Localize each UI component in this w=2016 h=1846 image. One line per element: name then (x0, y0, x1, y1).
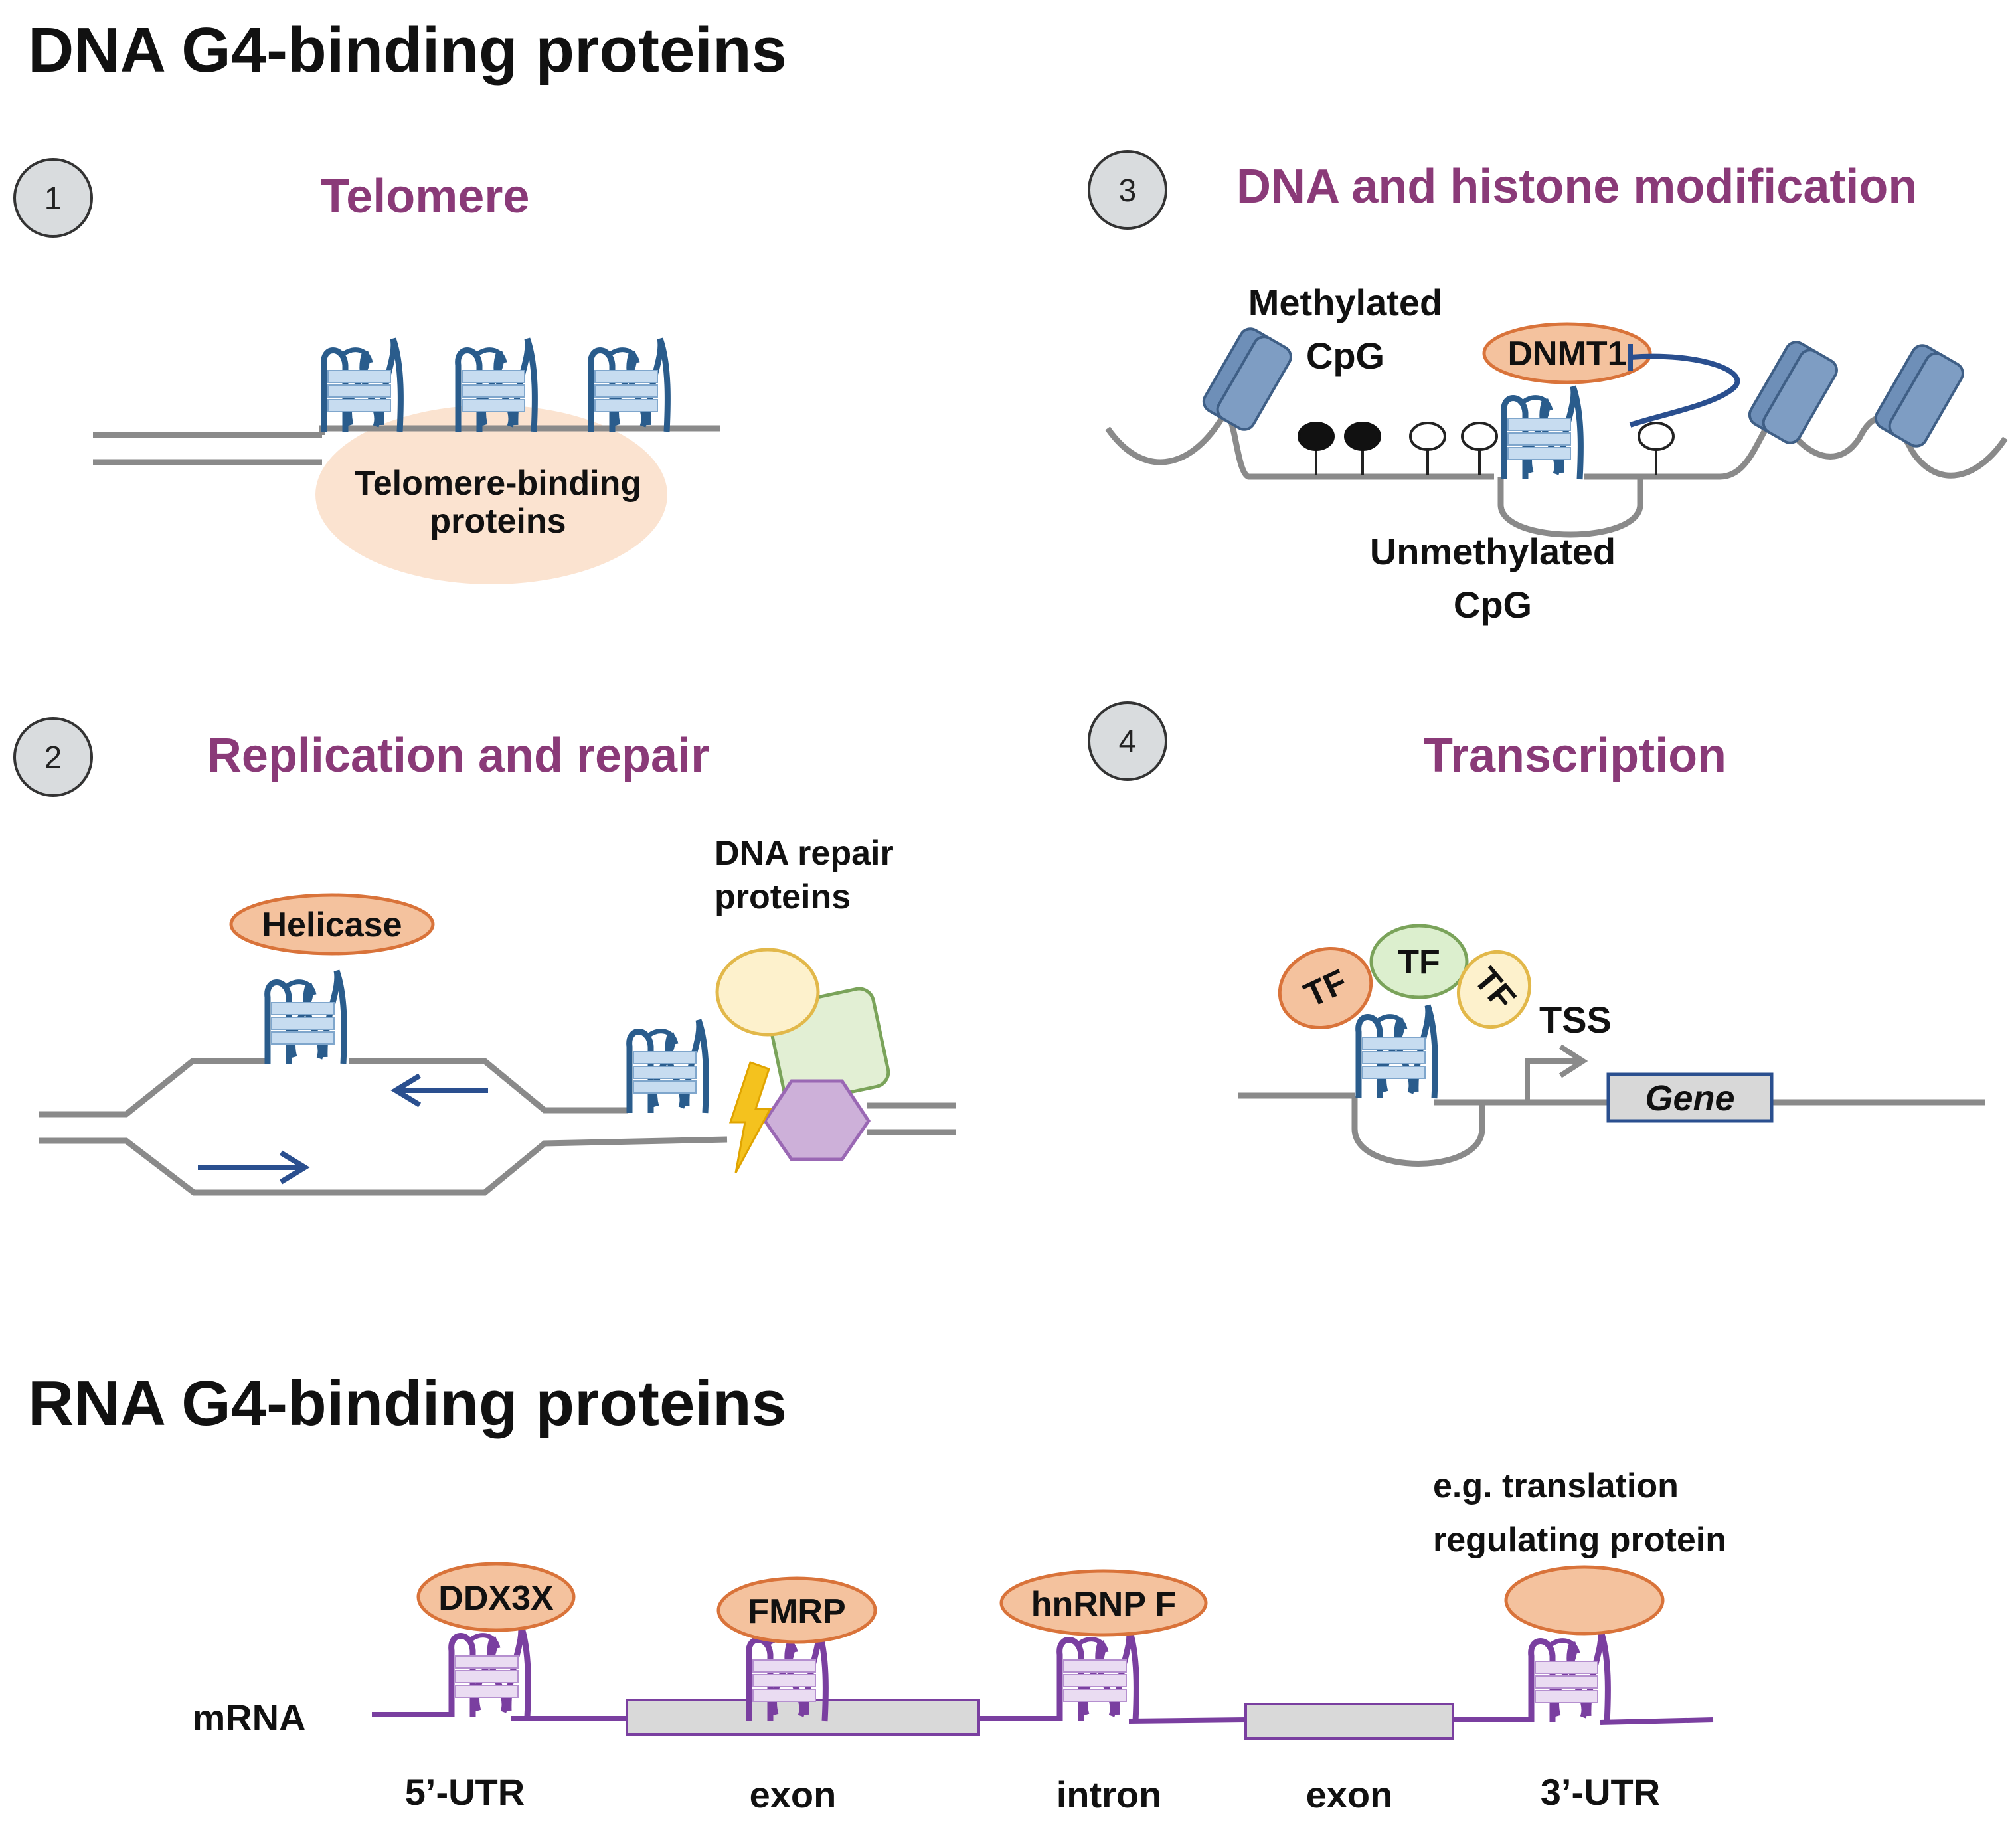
rna-protein-label: hnRNP F (1031, 1585, 1177, 1624)
panel-transcription: 4 Transcription TSS Gene TF TF TF (1088, 701, 1985, 1167)
leftward-arrow (390, 1073, 488, 1108)
rna-protein-label: FMRP (748, 1592, 845, 1631)
methylated-cpg-lollipop (1298, 422, 1335, 476)
translation-protein-label: regulating protein (1433, 1521, 1726, 1559)
g-quadruplex (268, 971, 345, 1064)
panel-number-badge: 4 (1088, 701, 1167, 781)
panel-number: 1 (44, 181, 62, 216)
unmethylated-cpg-lollipop (1409, 422, 1446, 476)
panel-title: Replication and repair (207, 729, 709, 782)
rna-g-quadruplex (1060, 1628, 1137, 1721)
nucleosome (1871, 340, 1968, 452)
replication-fork-strand (349, 1058, 628, 1114)
methylated-cpg-label: Methylated (1248, 282, 1443, 323)
g-quadruplex (324, 339, 401, 432)
transcription-factor: TF (1456, 950, 1532, 1029)
dna-damage-lightning-icon (728, 1061, 772, 1173)
methylated-cpg-lollipop (1344, 422, 1381, 476)
mrna-strand (372, 1712, 1714, 1725)
translation-regulating-protein (1504, 1565, 1665, 1636)
panel-number: 3 (1119, 173, 1137, 209)
rightward-arrow (198, 1150, 310, 1185)
telomere-protein-label: Telomere-binding (355, 464, 641, 503)
chromatin-strand (1497, 477, 1643, 538)
dna-repair-label: DNA repair (714, 834, 894, 873)
rna-binding-protein: hnRNP F (999, 1569, 1208, 1637)
region-label: 3’-UTR (1541, 1771, 1660, 1813)
panel-modification: 3 DNA and histone modification DNMT1 Met… (1088, 150, 2008, 626)
panel-number: 2 (44, 740, 62, 776)
region-label: exon (1306, 1774, 1393, 1815)
region-label: 5’-UTR (405, 1771, 525, 1813)
dna-section-title: DNA G4-binding proteins (28, 15, 787, 86)
nucleosome (1744, 337, 1842, 448)
g-quadruplex (630, 1020, 707, 1113)
panel-number-badge: 2 (13, 717, 93, 797)
mrna-label: mRNA (192, 1697, 305, 1738)
gene-box (1606, 1072, 1774, 1123)
dnmt1-protein (1482, 322, 1652, 384)
g-quadruplex (591, 339, 668, 432)
tf-label: TF (1398, 943, 1440, 981)
g-quadruplex (1359, 1005, 1436, 1098)
telomere-binding-protein-blob (315, 405, 667, 584)
rna-g-quadruplex (1531, 1630, 1608, 1722)
nucleosome (1199, 323, 1296, 435)
helicase-label: Helicase (262, 906, 402, 944)
transcription-factor: TF (1278, 946, 1373, 1030)
tss-arrow (1525, 1044, 1588, 1102)
unmethylated-cpg-label: CpG (1454, 584, 1532, 626)
rna-binding-protein: DDX3X (416, 1562, 576, 1632)
translation-protein-label: e.g. translation (1433, 1467, 1679, 1505)
replication-fork-strand (39, 1136, 728, 1196)
g-quadruplex (1504, 386, 1581, 479)
panel-replication: 2 Replication and repair Helicase DNA re… (13, 717, 956, 1196)
dnmt1-label: DNMT1 (1507, 335, 1626, 373)
rna-g-quadruplex (452, 1624, 529, 1717)
replication-fork-strand (39, 1058, 266, 1118)
rna-section-title: RNA G4-binding proteins (28, 1368, 787, 1439)
unmethylated-cpg-label: Unmethylated (1370, 531, 1616, 572)
tss-label: TSS (1539, 999, 1612, 1041)
dna-loop-strand (1351, 1096, 1485, 1167)
panel-title: DNA and histone modification (1236, 160, 1917, 213)
dna-repair-label: proteins (714, 878, 851, 916)
telomere-protein-label: proteins (430, 502, 566, 541)
inhibition-arrow (1629, 353, 1740, 428)
panel-number: 4 (1119, 724, 1137, 760)
exon-box (1244, 1703, 1454, 1740)
unmethylated-cpg-lollipop (1638, 422, 1675, 476)
rna-protein-label: DDX3X (438, 1579, 554, 1618)
rna-binding-protein: FMRP (716, 1576, 877, 1644)
helicase-protein (229, 893, 435, 956)
repair-protein-oval (715, 948, 820, 1037)
methylated-cpg-label: CpG (1306, 335, 1385, 377)
transcription-factor: TF (1369, 924, 1469, 999)
panel-number-badge: 3 (1088, 150, 1167, 230)
repair-protein-hexagon (762, 1079, 871, 1161)
panel-title: Telomere (321, 170, 530, 223)
panel-number-badge: 1 (13, 158, 93, 238)
panel-title: Transcription (1424, 729, 1726, 782)
region-label: exon (750, 1774, 837, 1815)
rna-panel: mRNA DDX3X FMRP hnRNP F e.g. translat (192, 1467, 1726, 1815)
gene-label: Gene (1645, 1078, 1734, 1118)
unmethylated-cpg-lollipop (1461, 422, 1498, 476)
region-label: intron (1056, 1774, 1162, 1815)
panel-telomere: 1 Telomere Telomere-binding proteins (13, 158, 720, 584)
chromatin-strand (1105, 412, 1494, 480)
chromatin-strand (1584, 407, 2008, 480)
